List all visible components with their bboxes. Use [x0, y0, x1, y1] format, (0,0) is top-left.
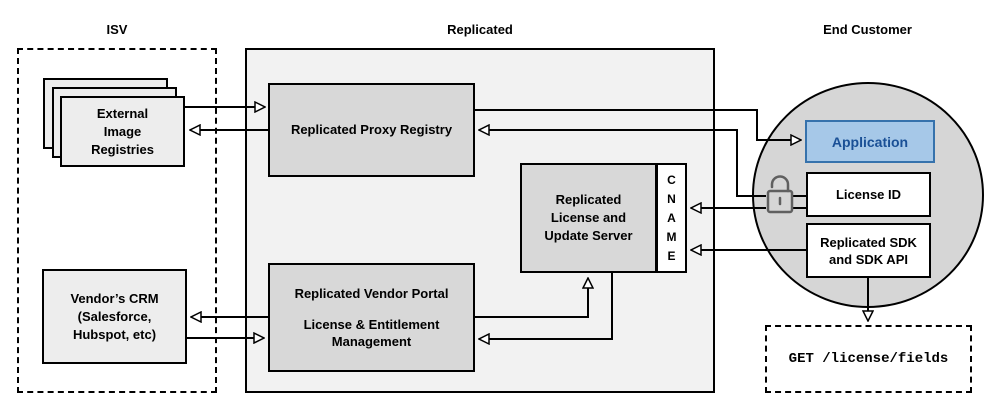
isv-title: ISV	[106, 22, 128, 37]
node-proxy-registry: Replicated Proxy Registry	[268, 83, 475, 177]
arrow-server-to-portal	[479, 273, 613, 339]
open-padlock-icon	[766, 175, 794, 214]
arrow-license-to-proxy	[479, 130, 766, 197]
cname-letter: C	[667, 172, 676, 187]
sdk-label-line: Replicated SDK	[820, 234, 917, 250]
get-license-fields-label: GET /license/fields	[788, 351, 949, 367]
arrow-portal-to-server	[475, 278, 588, 318]
node-license-id: License ID	[806, 172, 931, 217]
license-server-label-line: Replicated	[555, 192, 622, 207]
registries-label-line: Registries	[91, 141, 154, 157]
vendor-portal-title: Replicated Vendor Portal	[294, 286, 449, 301]
crm-label-line: Vendor’s CRM	[70, 290, 159, 306]
vendor-portal-subtitle-line: License & Entitlement	[303, 317, 440, 332]
node-get-license-fields: GET /license/fields	[765, 325, 972, 393]
proxy-registry-label: Replicated Proxy Registry	[290, 122, 453, 137]
cname-label-box: C N A M E	[656, 163, 687, 273]
vendor-portal-subtitle: License & Entitlement Management	[304, 316, 440, 350]
sdk-label-line: and SDK API	[829, 251, 908, 267]
arrow-proxy-to-application	[475, 109, 801, 140]
vendor-portal-subtitle-line: Management	[331, 334, 412, 349]
node-replicated-sdk: Replicated SDK and SDK API	[806, 223, 931, 278]
registries-label-line: Image	[103, 123, 142, 139]
cname-letter: A	[667, 210, 676, 225]
license-server-label-line: Update Server	[544, 228, 633, 243]
replicated-title: Replicated	[447, 22, 513, 37]
node-external-image-registries: External Image Registries	[60, 96, 185, 167]
cname-letter: N	[667, 191, 676, 206]
end-customer-title: End Customer	[823, 22, 912, 37]
license-id-label: License ID	[835, 186, 902, 202]
crm-label-line: Hubspot, etc)	[72, 326, 157, 342]
registries-label-line: External	[96, 105, 149, 121]
license-server-label-line: License and	[550, 210, 627, 225]
node-application: Application	[805, 120, 935, 163]
node-vendor-portal: Replicated Vendor Portal License & Entit…	[268, 263, 475, 372]
crm-label-line: (Salesforce,	[77, 308, 152, 324]
cname-letter: E	[667, 248, 676, 263]
node-license-update-server: Replicated License and Update Server	[520, 163, 657, 273]
application-label: Application	[831, 133, 909, 150]
node-vendors-crm: Vendor’s CRM (Salesforce, Hubspot, etc)	[42, 269, 187, 364]
cname-letter: M	[666, 229, 677, 244]
